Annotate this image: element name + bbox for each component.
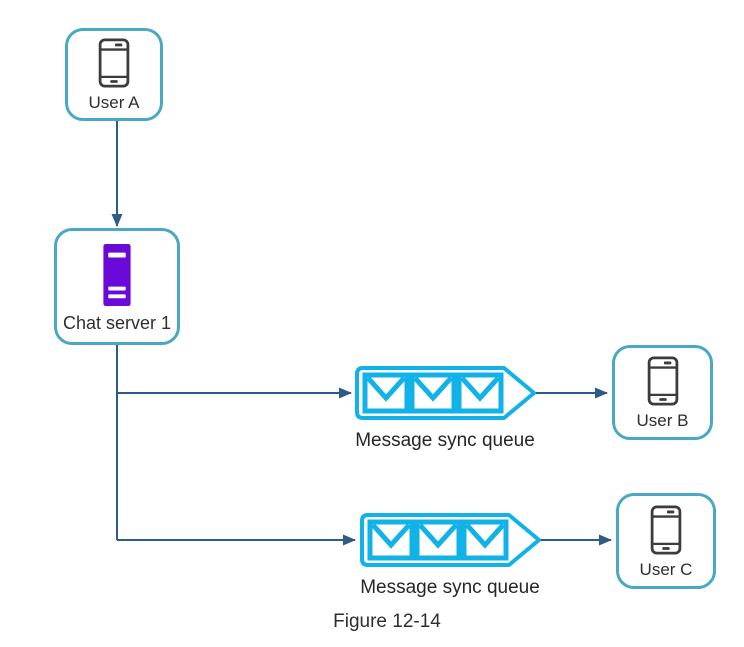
envelope-icon: [414, 519, 461, 561]
envelope-icon: [456, 372, 503, 414]
envelope-icon: [461, 519, 508, 561]
phone-icon: [647, 356, 678, 406]
node-label: User A: [88, 93, 140, 112]
envelope-icon: [362, 372, 409, 414]
envelope-icon: [367, 519, 414, 561]
node-user-b: User B: [612, 345, 713, 440]
message-sync-queue-2: Message sync queue: [355, 511, 545, 597]
figure-caption: Figure 12-14: [333, 611, 441, 632]
queue-shape: [354, 366, 536, 420]
node-chat-server-1: Chat server 1: [54, 228, 180, 345]
node-user-c: User C: [616, 493, 716, 589]
queue-shape: [359, 513, 541, 567]
node-label: Chat server 1: [62, 312, 172, 333]
node-label: User B: [636, 411, 689, 430]
phone-icon: [650, 504, 682, 555]
phone-icon: [98, 38, 130, 88]
server-icon: [103, 243, 131, 306]
node-user-a: User A: [65, 28, 163, 121]
message-sync-queue-1: Message sync queue: [350, 364, 540, 450]
queue-label: Message sync queue: [355, 430, 535, 451]
queue-label: Message sync queue: [360, 577, 540, 598]
node-label: User C: [639, 559, 693, 579]
envelope-icon: [409, 372, 456, 414]
